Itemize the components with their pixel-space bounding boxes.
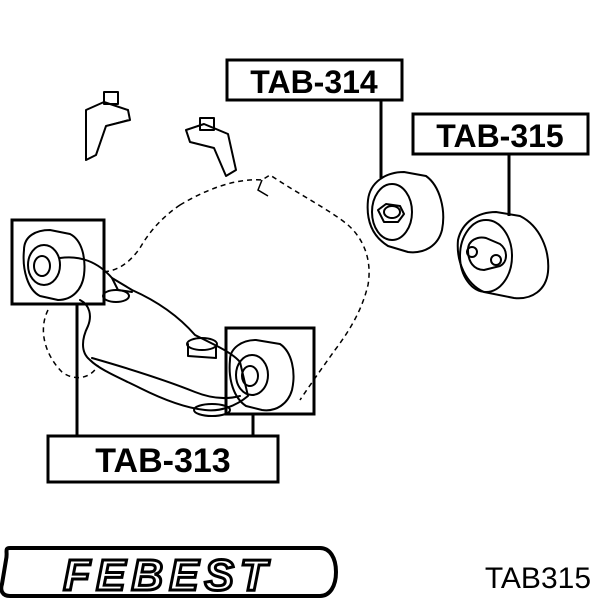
bushing-tab314	[366, 171, 445, 254]
highlight-box-tab313-left	[10, 218, 106, 306]
label-tab315-text: TAB-315	[436, 118, 563, 154]
subframe-crossmember	[59, 256, 249, 417]
label-tab313: TAB-313	[46, 434, 280, 484]
highlight-box-tab313-right	[224, 326, 316, 416]
febest-logo: FEBEST	[0, 546, 339, 600]
mount-bracket-left	[85, 91, 131, 161]
label-tab314: TAB-314	[225, 58, 404, 102]
label-tab314-text: TAB-314	[250, 64, 378, 100]
label-tab315: TAB-315	[411, 112, 590, 156]
differential-housing	[42, 174, 370, 401]
bushing-tab313-right	[228, 339, 295, 412]
label-tab313-text: TAB-313	[95, 442, 230, 480]
bushing-tab315	[456, 211, 550, 300]
logo-text: FEBEST	[63, 551, 273, 600]
mount-bracket-right	[185, 117, 237, 177]
part-code: TAB315	[485, 562, 591, 595]
bushing-tab313-left	[22, 229, 86, 301]
leader-lines	[75, 98, 511, 436]
